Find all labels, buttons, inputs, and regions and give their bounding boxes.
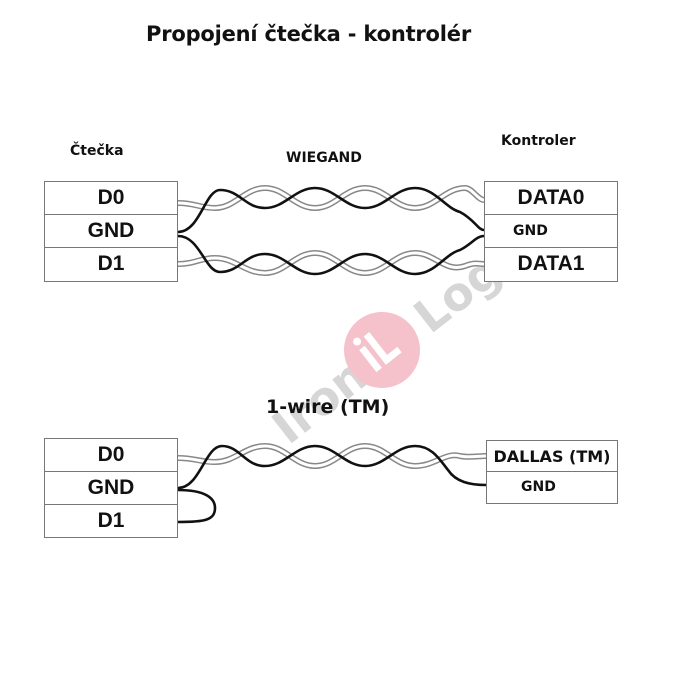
controller-pin-gnd: GND <box>485 215 617 248</box>
controller-pin-data0: DATA0 <box>485 182 617 215</box>
controller-heading: Kontroler <box>501 133 576 149</box>
onewire-reader-pin-gnd: GND <box>45 472 177 505</box>
onewire-reader-pin-d0: D0 <box>45 439 177 472</box>
onewire-label: 1-wire (TM) <box>266 396 390 418</box>
onewire-pair <box>177 442 487 524</box>
watermark-il-icon <box>353 332 402 373</box>
onewire-controller-box: DALLAS (TM) GND <box>486 440 618 504</box>
reader-pin-gnd: GND <box>45 215 177 248</box>
diagram-title: Propojení čtečka - kontrolér <box>146 22 471 46</box>
controller-pin-data1: DATA1 <box>517 252 585 275</box>
wiegand-pair-data1 <box>177 234 485 277</box>
reader-pin-d0: D0 <box>45 182 177 215</box>
wiegand-pair-data0 <box>177 184 485 234</box>
onewire-reader-box: D0 GND D1 <box>44 438 178 538</box>
wiegand-reader-box: D0 GND D1 <box>44 181 178 282</box>
onewire-controller-pin-gnd: GND <box>521 479 556 495</box>
wiegand-label: WIEGAND <box>286 150 362 166</box>
reader-pin-d1: D1 <box>97 252 125 275</box>
wiegand-controller-box: DATA0 GND DATA1 <box>484 181 618 282</box>
reader-heading: Čtečka <box>70 143 124 159</box>
onewire-reader-pin-d1: D1 <box>97 508 125 532</box>
controller-pin-dallas: DALLAS (TM) <box>487 441 617 472</box>
